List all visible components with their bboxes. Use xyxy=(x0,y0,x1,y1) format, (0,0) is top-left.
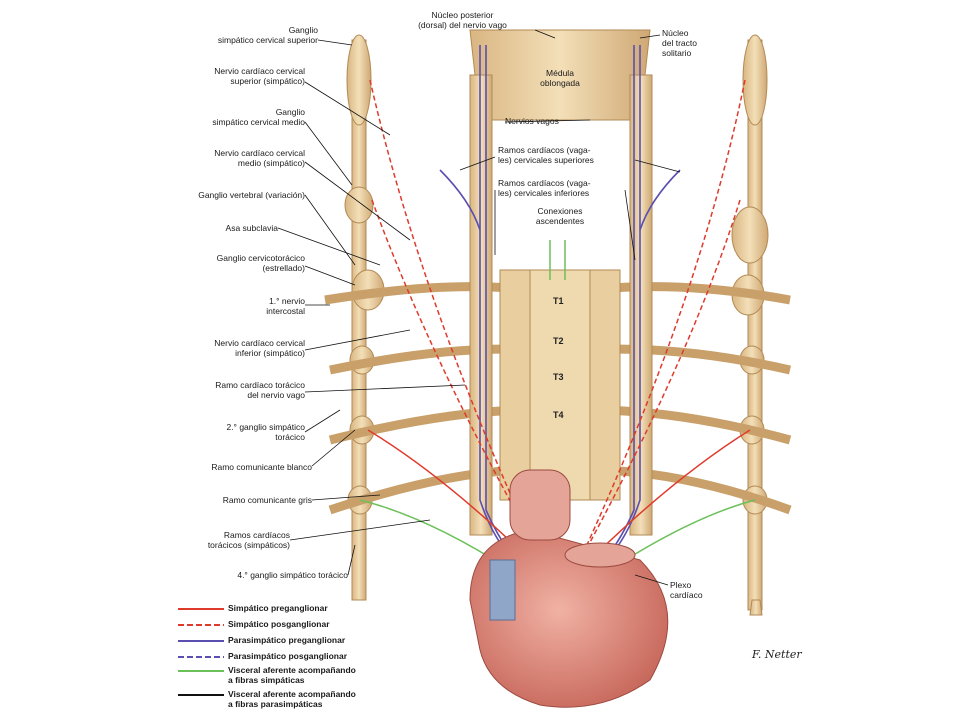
vertebra-t2-label: T2 xyxy=(553,336,564,346)
legend-simpatico-pos: Simpático posganglionar xyxy=(228,619,330,629)
label-nervio-intercostal: 1.° nervio intercostal xyxy=(266,296,305,316)
legend-parasimpatico-pos: Parasimpático posganglionar xyxy=(228,651,348,661)
legend-parasimpatico-pre: Parasimpático preganglionar xyxy=(228,635,346,645)
label-nervios-vagos: Nervios vagos xyxy=(505,116,559,126)
vagus-nerves xyxy=(469,29,653,536)
legend-aferente-parasimpatico: Visceral aferente acompañando a fibras p… xyxy=(228,689,356,709)
label-ganglio-vertebral: Ganglio vertebral (variación) xyxy=(198,190,305,200)
label-ganglio-cervicotoracico: Ganglio cervicotorácico (estrellado) xyxy=(216,253,305,273)
right-sympathetic-trunk xyxy=(731,34,769,616)
vertebra-t4-label: T4 xyxy=(553,410,564,420)
label-ramos-vagales-superiores: Ramos cardíacos (vaga- les) cervicales s… xyxy=(498,145,594,165)
label-nucleo-posterior: Núcleo posterior (dorsal) del nervio vag… xyxy=(418,10,507,30)
label-plexo-cardiaco: Plexo cardíaco xyxy=(670,580,703,600)
label-ramo-comunicante-gris: Ramo comunicante gris xyxy=(222,495,312,505)
label-ganglio-4-toracico: 4.° ganglio simpático torácico xyxy=(237,570,348,580)
legend-simpatico-pre: Simpático preganglionar xyxy=(228,603,328,613)
legend-swatches xyxy=(178,608,224,696)
left-sympathetic-trunk xyxy=(344,34,385,601)
label-nervio-cardiaco-medio: Nervio cardíaco cervical medio (simpátic… xyxy=(214,148,305,168)
vertebra-t1-label: T1 xyxy=(553,296,564,306)
label-nucleo-tracto-solitario: Núcleo del tracto solitario xyxy=(662,28,697,58)
spinal-column xyxy=(499,269,621,501)
label-nervio-cardiaco-inferior: Nervio cardíaco cervical inferior (simpá… xyxy=(214,338,305,358)
label-conexiones-ascendentes: Conexiones ascendentes xyxy=(535,206,585,226)
label-nervio-cardiaco-superior: Nervio cardíaco cervical superior (simpá… xyxy=(214,66,305,86)
legend-aferente-simpatico: Visceral aferente acompañando a fibras s… xyxy=(228,665,356,685)
vertebra-t3-label: T3 xyxy=(553,372,564,382)
label-medula-oblongada: Médula oblongada xyxy=(540,68,580,88)
leader-lines xyxy=(277,29,681,586)
label-ramo-toracico-vago: Ramo cardíaco torácico del nervio vago xyxy=(215,380,305,400)
label-asa-subclavia: Asa subclavia xyxy=(225,223,278,233)
heart xyxy=(469,469,669,708)
label-ganglio-2-toracico: 2.° ganglio simpático torácico xyxy=(226,422,305,442)
netter-signature: F. Netter xyxy=(752,648,802,661)
label-ramo-comunicante-blanco: Ramo comunicante blanco xyxy=(211,462,312,472)
label-ramos-vagales-inferiores: Ramos cardíacos (vaga- les) cervicales i… xyxy=(498,178,591,198)
label-ramos-toracicos: Ramos cardíacos torácicos (simpáticos) xyxy=(207,530,290,550)
label-ganglio-medio: Ganglio simpático cervical medio xyxy=(212,107,305,127)
label-ganglio-superior: Ganglio simpático cervical superior xyxy=(217,25,318,45)
